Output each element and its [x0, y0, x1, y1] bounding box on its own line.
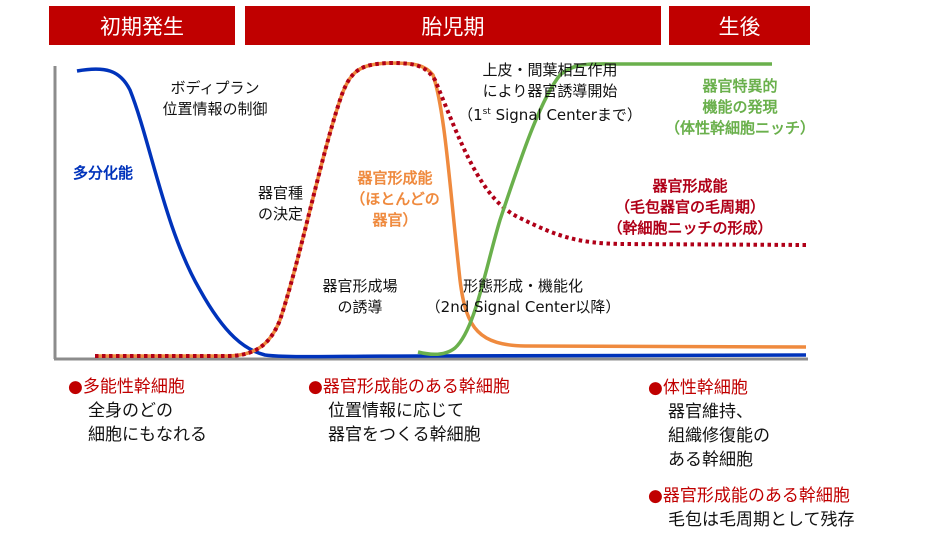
legend-pluripotent-stem-cell: ●多能性幹細胞 全身のどの 細胞にもなれる	[68, 375, 207, 447]
annotation-line: 形態形成・機能化	[462, 277, 583, 295]
annotation-line: （2nd Signal Center以降）	[425, 298, 621, 316]
legend-description-line: 全身のどの	[88, 401, 173, 421]
phase-header-early-development: 初期発生	[49, 6, 235, 45]
organ-specific-function-label: 器官特異的 機能の発現 （体性幹細胞ニッチ）	[655, 76, 825, 139]
annotation-line: 器官特異的	[702, 77, 778, 95]
legend-title: ●器官形成能のある幹細胞	[308, 375, 510, 399]
legend-description-line: 毛包は毛周期として残存	[668, 510, 855, 530]
annotation-line: 器官）	[372, 211, 418, 229]
legend-title-text: 器官形成能のある幹細胞	[662, 486, 850, 506]
phase-label: 生後	[718, 14, 761, 39]
legend-somatic-stem-cell: ●体性幹細胞 器官維持、 組織修復能の ある幹細胞	[648, 376, 770, 472]
annotation-line: 器官形成能	[357, 169, 433, 187]
legend-description-line: 細胞にもなれる	[88, 425, 207, 445]
organ-field-induction-annotation: 器官形成場 の誘導	[305, 276, 415, 318]
annotation-line: の決定	[258, 205, 304, 223]
bullet-icon: ●	[648, 378, 663, 398]
annotation-line: により器官誘導開始	[482, 82, 618, 100]
annotation-line: 機能の発現	[702, 98, 778, 116]
annotation-line: 器官種	[258, 184, 304, 202]
epithelial-mesenchymal-annotation: 上皮・間葉相互作用 により器官誘導開始 （1st Signal Centerまで…	[445, 60, 655, 126]
legend-title-text: 多能性幹細胞	[82, 377, 185, 397]
legend-description-line: ある幹細胞	[668, 450, 753, 470]
legend-title-text: 体性幹細胞	[662, 378, 748, 398]
hair-follicle-organ-forming-label: 器官形成能 （毛包器官の毛周期） （幹細胞ニッチの形成）	[590, 176, 790, 239]
organ-function-curve	[417, 62, 772, 356]
bullet-icon: ●	[308, 377, 323, 397]
legend-title: ●器官形成能のある幹細胞	[648, 484, 855, 508]
text: （1	[458, 106, 483, 124]
phase-header-fetal-period: 胎児期	[245, 6, 661, 45]
annotation-line: 器官形成能	[652, 177, 728, 195]
morphogenesis-annotation: 形態形成・機能化 （2nd Signal Center以降）	[413, 276, 633, 318]
annotation-line: （毛包器官の毛周期）	[614, 198, 765, 216]
body-plan-annotation: ボディプラン 位置情報の制御	[140, 78, 290, 120]
annotation-line: 上皮・間葉相互作用	[482, 61, 618, 79]
legend-description-line: 位置情報に応じて	[328, 401, 464, 421]
multipotency-label: 多分化能	[73, 164, 134, 182]
phase-label: 初期発生	[100, 14, 184, 39]
legend-title: ●多能性幹細胞	[68, 375, 207, 399]
legend-description-line: 器官維持、	[668, 402, 753, 422]
annotation-line: （体性幹細胞ニッチ）	[664, 119, 815, 137]
legend-description-line: 組織修復能の	[668, 426, 770, 446]
bullet-icon: ●	[68, 377, 83, 397]
annotation-line: （幹細胞ニッチの形成）	[607, 219, 773, 237]
hair-follicle-cycle-curve	[95, 60, 807, 358]
organ-forming-ability-label: 器官形成能 （ほとんどの 器官）	[335, 168, 455, 231]
bullet-icon: ●	[648, 486, 663, 506]
phase-header-postnatal: 生後	[669, 6, 810, 45]
text: Signal Centerまで）	[490, 106, 642, 124]
legend-hair-follicle-stem-cell: ●器官形成能のある幹細胞 毛包は毛周期として残存	[648, 484, 855, 532]
legend-title-text: 器官形成能のある幹細胞	[322, 377, 510, 397]
annotation-line: （1st Signal Centerまで）	[445, 102, 655, 126]
legend-description-line: 器官をつくる幹細胞	[328, 425, 481, 445]
phase-label: 胎児期	[421, 14, 485, 39]
annotation-line: の誘導	[337, 298, 383, 316]
legend-title: ●体性幹細胞	[648, 376, 770, 400]
annotation-line: （ほとんどの	[350, 190, 440, 208]
annotation-line: 位置情報の制御	[162, 100, 268, 118]
organ-type-determination-annotation: 器官種 の決定	[258, 183, 303, 225]
annotation-line: 器官形成場	[322, 277, 398, 295]
multipotency-curve	[76, 67, 807, 359]
legend-organ-forming-stem-cell: ●器官形成能のある幹細胞 位置情報に応じて 器官をつくる幹細胞	[308, 375, 510, 447]
annotation-line: ボディプラン	[170, 79, 260, 97]
superscript: st	[482, 107, 491, 117]
